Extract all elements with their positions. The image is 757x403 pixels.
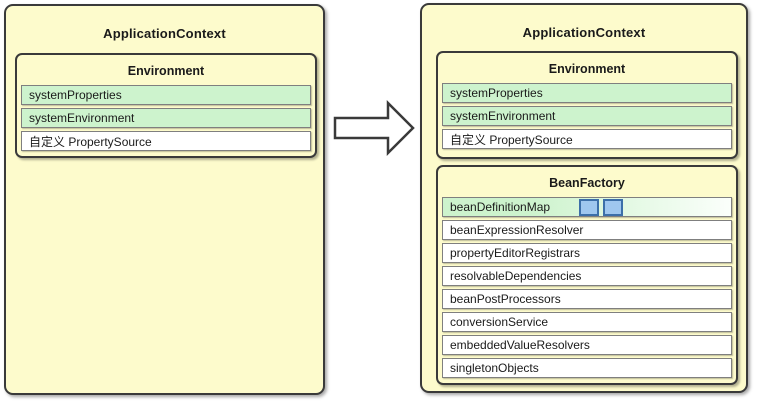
bf-row-beanDefinitionMap: beanDefinitionMap [442, 197, 732, 217]
row-label: systemProperties [450, 86, 543, 100]
row-label: systemProperties [29, 88, 122, 102]
left-environment-title: Environment [127, 64, 205, 78]
bf-row-beanPostProcessors: beanPostProcessors [442, 289, 732, 309]
row-label: resolvableDependencies [450, 269, 582, 283]
bf-row-beanExpressionResolver: beanExpressionResolver [442, 220, 732, 240]
row-label: systemEnvironment [450, 109, 556, 123]
bean-definition-marker-icon [603, 199, 623, 216]
bean-factory-box: BeanFactory beanDefinitionMap beanExpres… [436, 165, 738, 385]
row-label: conversionService [450, 315, 549, 329]
bean-definition-marker-icon [579, 199, 599, 216]
row-label: beanDefinitionMap [450, 200, 551, 214]
right-application-context-title: ApplicationContext [522, 25, 646, 40]
right-env-row-systemProperties: systemProperties [442, 83, 732, 103]
row-label: embeddedValueResolvers [450, 338, 590, 352]
bf-row-conversionService: conversionService [442, 312, 732, 332]
right-env-row-custom-property-source: 自定义 PropertySource [442, 129, 732, 149]
left-env-row-custom-property-source: 自定义 PropertySource [21, 131, 311, 151]
right-environment-title: Environment [548, 62, 626, 76]
row-label: 自定义 PropertySource [29, 134, 152, 149]
bf-row-propertyEditorRegistrars: propertyEditorRegistrars [442, 243, 732, 263]
right-block-arrow-icon [333, 99, 415, 157]
left-application-context-box: ApplicationContext Environment systemPro… [4, 4, 325, 395]
right-application-context-box: ApplicationContext Environment systemPro… [420, 3, 748, 393]
left-env-row-systemEnvironment: systemEnvironment [21, 108, 311, 128]
row-label: systemEnvironment [29, 111, 135, 125]
bf-row-embeddedValueResolvers: embeddedValueResolvers [442, 335, 732, 355]
row-label: beanExpressionResolver [450, 223, 584, 237]
bean-factory-title: BeanFactory [549, 176, 625, 190]
left-env-row-systemProperties: systemProperties [21, 85, 311, 105]
left-environment-box: Environment systemProperties systemEnvir… [15, 53, 317, 158]
row-label: propertyEditorRegistrars [450, 246, 581, 260]
left-application-context-title: ApplicationContext [103, 26, 226, 41]
row-label: 自定义 PropertySource [450, 132, 573, 147]
row-label: beanPostProcessors [450, 292, 561, 306]
bf-row-resolvableDependencies: resolvableDependencies [442, 266, 732, 286]
right-environment-box: Environment systemProperties systemEnvir… [436, 51, 738, 159]
row-label: singletonObjects [450, 361, 539, 375]
right-env-row-systemEnvironment: systemEnvironment [442, 106, 732, 126]
bf-row-singletonObjects: singletonObjects [442, 358, 732, 378]
